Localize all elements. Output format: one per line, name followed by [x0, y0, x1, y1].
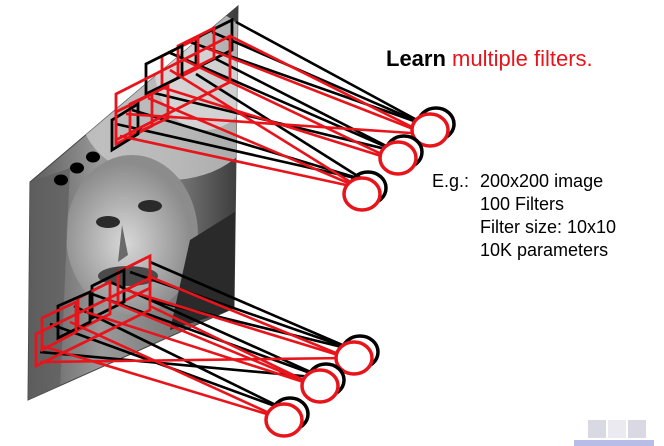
neuron-circle-icon: [342, 176, 382, 212]
example-line: Filter size: 10x10: [480, 217, 617, 237]
slide-nav-widget[interactable]: [574, 420, 654, 446]
neuron-circle-icon: [410, 112, 450, 148]
example-line: 10K parameters: [480, 240, 609, 260]
lower-connections-red: [39, 274, 349, 420]
example-label: E.g.:: [432, 171, 470, 191]
upper-connections-red: [119, 34, 427, 190]
example-block: E.g.: 200x200 image 100 Filters Filter si…: [432, 170, 616, 262]
nav-cell[interactable]: [628, 420, 646, 438]
lower-filter-windows: [34, 253, 152, 369]
neuron-circle-icon: [264, 402, 304, 438]
title-bold: Learn: [386, 46, 446, 71]
neuron-circle-icon: [378, 140, 418, 176]
upper-neurons: [342, 106, 456, 212]
nav-cell[interactable]: [588, 420, 606, 438]
upper-filter-windows: [110, 17, 234, 153]
upper-connections-black: [115, 20, 429, 182]
title-rest: multiple filters.: [452, 46, 593, 71]
ellipsis-dots-icon: [54, 151, 100, 186]
example-line: 200x200 image: [480, 171, 604, 191]
neuron-circle-icon: [334, 340, 374, 376]
example-row: 10K parameters: [432, 239, 616, 262]
example-line: 100 Filters: [480, 194, 565, 214]
example-row: Filter size: 10x10: [432, 216, 616, 239]
nav-cell[interactable]: [608, 420, 626, 438]
lower-neurons: [264, 334, 380, 438]
neuron-circle-icon: [300, 368, 340, 404]
slide-title: Learn multiple filters.: [386, 46, 593, 72]
example-row: 100 Filters: [432, 193, 616, 216]
nav-bar: [574, 440, 654, 446]
example-row: E.g.: 200x200 image: [432, 170, 616, 193]
